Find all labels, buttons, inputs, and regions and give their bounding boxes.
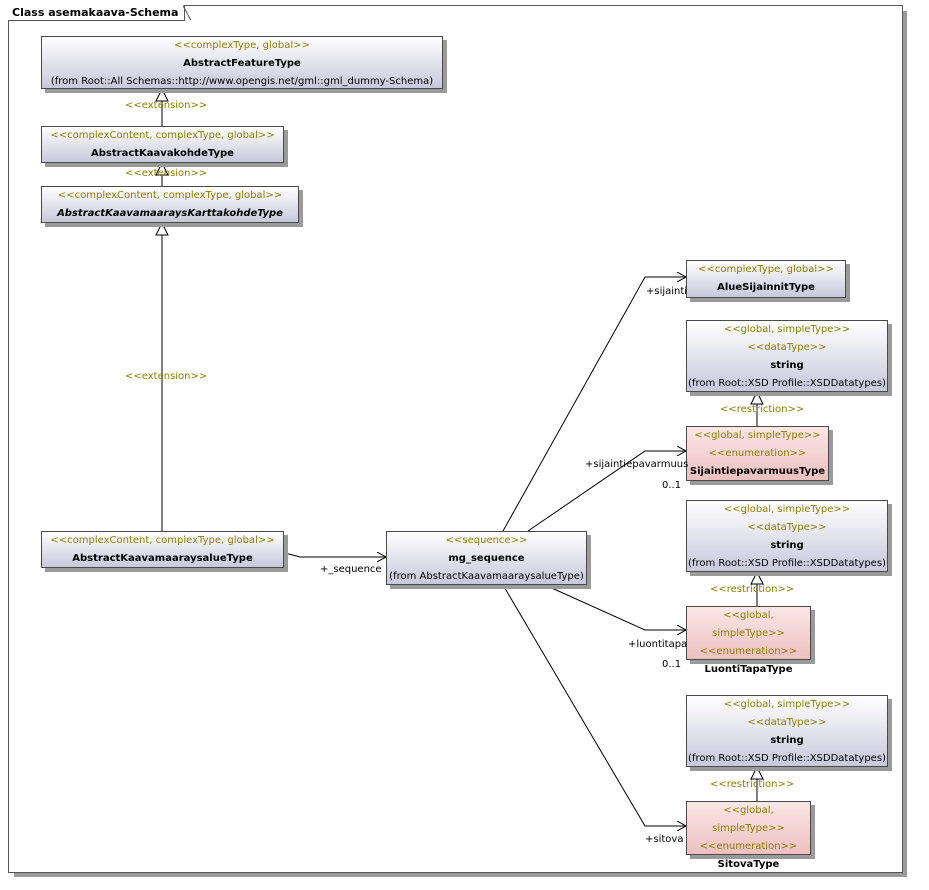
stereotype-label: <<complexType, global>> bbox=[174, 40, 310, 51]
from-label: (from Root::XSD Profile::XSDDatatypes) bbox=[688, 378, 886, 389]
role-label-sijaintiepavarmuus: +sijaintiepavarmuus bbox=[585, 459, 689, 470]
restriction-label: <<restriction>> bbox=[710, 584, 795, 595]
restriction-label: <<restriction>> bbox=[710, 779, 795, 790]
class-abstract-kaavakohde-type[interactable]: <<complexContent, complexType, global>> … bbox=[41, 126, 284, 163]
stereotype-label-2: <<enumeration>> bbox=[699, 646, 798, 657]
extension-label: <<extension>> bbox=[125, 168, 208, 179]
class-string-3[interactable]: <<global, simpleType>> <<dataType>> stri… bbox=[686, 695, 888, 767]
class-abstract-karttakohde-type[interactable]: <<complexContent, complexType, global>> … bbox=[41, 186, 299, 223]
class-name: SitovaType bbox=[717, 859, 780, 870]
association-sijaintiepavarmuus[interactable] bbox=[527, 451, 686, 532]
stereotype-label: <<complexContent, complexType, global>> bbox=[50, 535, 275, 546]
association-sitova[interactable] bbox=[502, 584, 686, 826]
extension-label: <<extension>> bbox=[125, 100, 208, 111]
generalization-alue-to-karttakohde[interactable] bbox=[155, 221, 169, 531]
stereotype-label: <<global, simpleType>> bbox=[723, 324, 851, 335]
class-name: SijaintiepavarmuusType bbox=[689, 466, 826, 477]
role-label-sijainti: +sijainti bbox=[646, 286, 688, 297]
class-name: string bbox=[770, 540, 804, 551]
class-name: string bbox=[770, 360, 804, 371]
multiplicity-sijaintiepavarmuus: 0..1 bbox=[662, 480, 682, 491]
class-name: LuontiTapaType bbox=[704, 664, 793, 675]
stereotype-label: <<complexContent, complexType, global>> bbox=[57, 190, 283, 201]
class-name: string bbox=[770, 735, 804, 746]
from-label: (from Root::XSD Profile::XSDDatatypes) bbox=[688, 558, 886, 569]
association-luontitapa[interactable] bbox=[544, 584, 686, 630]
role-label-sitova: +sitova bbox=[645, 834, 684, 845]
extension-label: <<extension>> bbox=[125, 371, 208, 382]
class-abstract-alue-type[interactable]: <<complexContent, complexType, global>> … bbox=[41, 531, 284, 568]
stereotype-label: <<global, simpleType>> bbox=[694, 430, 821, 441]
class-mg-sequence[interactable]: <<sequence>> mg_sequence (from AbstractK… bbox=[386, 531, 587, 585]
class-string-2[interactable]: <<global, simpleType>> <<dataType>> stri… bbox=[686, 500, 888, 572]
from-label: (from AbstractKaavamaaraysalueType) bbox=[389, 571, 584, 582]
diagram-title: Class asemakaava-Schema bbox=[8, 5, 192, 21]
class-name: AbstractKaavakohdeType bbox=[91, 148, 234, 159]
from-label: (from Root::XSD Profile::XSDDatatypes) bbox=[688, 753, 886, 764]
generalization-kaavakohde-to-feature[interactable] bbox=[155, 87, 169, 126]
class-sijaintiepavarmuus-type[interactable]: <<global, simpleType>> <<enumeration>> S… bbox=[686, 426, 829, 481]
class-name: AlueSijainnitType bbox=[717, 282, 815, 293]
class-abstract-feature-type[interactable]: <<complexType, global>> AbstractFeatureT… bbox=[41, 36, 443, 89]
association-sequence[interactable] bbox=[284, 553, 386, 557]
generalization-luontitapa-to-string[interactable] bbox=[750, 570, 764, 606]
class-alue-sijainnit-type[interactable]: <<complexType, global>> AlueSijainnitTyp… bbox=[686, 260, 846, 298]
class-string-1[interactable]: <<global, simpleType>> <<dataType>> stri… bbox=[686, 320, 888, 392]
class-name: mg_sequence bbox=[448, 553, 525, 564]
stereotype-label: <<complexType, global>> bbox=[698, 264, 834, 275]
stereotype-label-2: <<enumeration>> bbox=[699, 841, 798, 852]
class-luontitapa-type[interactable]: <<global, simpleType>> <<enumeration>> L… bbox=[686, 606, 811, 675]
class-name: AbstractFeatureType bbox=[183, 58, 301, 69]
from-label: (from Root::All Schemas::http://www.open… bbox=[50, 76, 434, 87]
generalization-karttakohde-to-kaavakohde[interactable] bbox=[155, 161, 169, 186]
generalization-sitova-to-string[interactable] bbox=[750, 765, 764, 801]
stereotype-label: <<sequence>> bbox=[445, 535, 528, 546]
stereotype-label-2: <<dataType>> bbox=[747, 342, 827, 353]
stereotype-label: <<global, simpleType>> bbox=[723, 699, 851, 710]
stereotype-label: <<global, simpleType>> bbox=[723, 504, 851, 515]
restriction-label: <<restriction>> bbox=[720, 404, 805, 415]
role-label-luontitapa: +luontitapa bbox=[628, 639, 688, 650]
association-sijainti[interactable] bbox=[502, 277, 686, 532]
class-name: AbstractKaavamaaraysalueType bbox=[72, 553, 253, 564]
stereotype-label: <<global, simpleType>> bbox=[712, 805, 785, 834]
generalization-sijaintiepavarmuus-to-string[interactable] bbox=[750, 390, 764, 426]
stereotype-label-2: <<dataType>> bbox=[747, 522, 827, 533]
stereotype-label-2: <<enumeration>> bbox=[708, 448, 807, 459]
class-sitova-type[interactable]: <<global, simpleType>> <<enumeration>> S… bbox=[686, 801, 811, 870]
multiplicity-luontitapa: 0..1 bbox=[662, 659, 682, 670]
stereotype-label: <<complexContent, complexType, global>> bbox=[50, 130, 275, 141]
role-label-sequence: +_sequence bbox=[320, 564, 382, 575]
stereotype-label: <<global, simpleType>> bbox=[712, 610, 785, 639]
stereotype-label-2: <<dataType>> bbox=[747, 717, 827, 728]
class-name: AbstractKaavamaaraysKarttakohdeType bbox=[57, 208, 283, 219]
